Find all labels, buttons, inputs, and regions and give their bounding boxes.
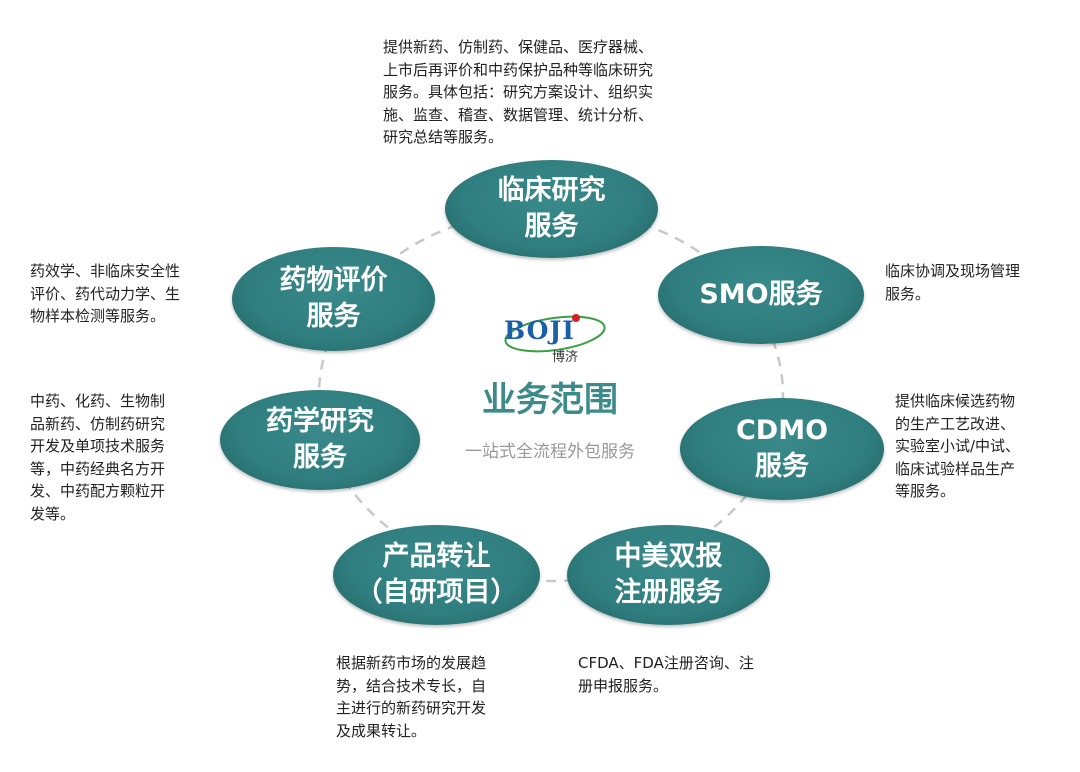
node-label: （自研项目） bbox=[355, 577, 518, 608]
desc-pharmaceutical-research: 中药、化药、生物制 品新药、仿制药研究 开发及单项技术服务 等，中药经典名方开 … bbox=[30, 392, 166, 523]
desc-smo: 临床协调及现场管理 服务。 bbox=[885, 262, 1021, 303]
desc-cdmo: 提供临床候选药物 的生产工艺改进、 实验室小试/中试、 临床试验样品生产 等服务… bbox=[895, 392, 1021, 500]
node-smo[interactable]: SMO服务 bbox=[658, 246, 864, 344]
node-pharmaceutical-research[interactable]: 药学研究服务 bbox=[220, 390, 420, 490]
desc-product-transfer: 根据新药市场的发展趋 势，结合技术专长，自 主进行的新药研究开发 及成果转让。 bbox=[336, 654, 487, 740]
node-label: 服务 bbox=[524, 211, 579, 242]
desc-cn-us-registration: CFDA、FDA注册咨询、注 册申报服务。 bbox=[578, 654, 754, 695]
node-clinical-research[interactable]: 临床研究服务 bbox=[445, 160, 658, 258]
node-label: 药学研究 bbox=[266, 406, 374, 437]
node-product-transfer[interactable]: 产品转让 （自研项目） bbox=[333, 525, 540, 625]
center-title: 业务范围 bbox=[482, 380, 618, 420]
node-label: 临床研究 bbox=[497, 175, 606, 206]
node-label: SMO服务 bbox=[699, 279, 823, 310]
node-label: 服务 bbox=[755, 451, 809, 482]
node-drug-evaluation[interactable]: 药物评价服务 bbox=[232, 247, 435, 351]
node-label: 产品转让 bbox=[382, 541, 491, 572]
node-label: 药物评价 bbox=[279, 265, 388, 296]
logo-text-cn: 博济 bbox=[552, 350, 579, 365]
node-label: 注册服务 bbox=[614, 577, 723, 608]
center-subtitle: 一站式全流程外包服务 bbox=[465, 442, 635, 462]
desc-drug-evaluation: 药效学、非临床安全性 评价、药代动力学、生 物样本检测等服务。 bbox=[30, 262, 181, 325]
node-label: 服务 bbox=[306, 301, 361, 332]
node-label: 服务 bbox=[293, 442, 347, 473]
boji-logo: BOJI 博济 bbox=[500, 308, 610, 368]
node-cn-us-registration[interactable]: 中美双报注册服务 bbox=[567, 525, 770, 625]
logo-text-en: BOJI bbox=[504, 316, 575, 345]
desc-clinical-research: 提供新药、仿制药、保健品、医疗器械、 上市后再评价和中药保护品种等临床研究 服务… bbox=[383, 38, 654, 146]
node-cdmo[interactable]: CDMO 服务 bbox=[680, 398, 884, 500]
node-label: CDMO bbox=[735, 415, 829, 446]
node-label: 中美双报 bbox=[614, 541, 723, 572]
